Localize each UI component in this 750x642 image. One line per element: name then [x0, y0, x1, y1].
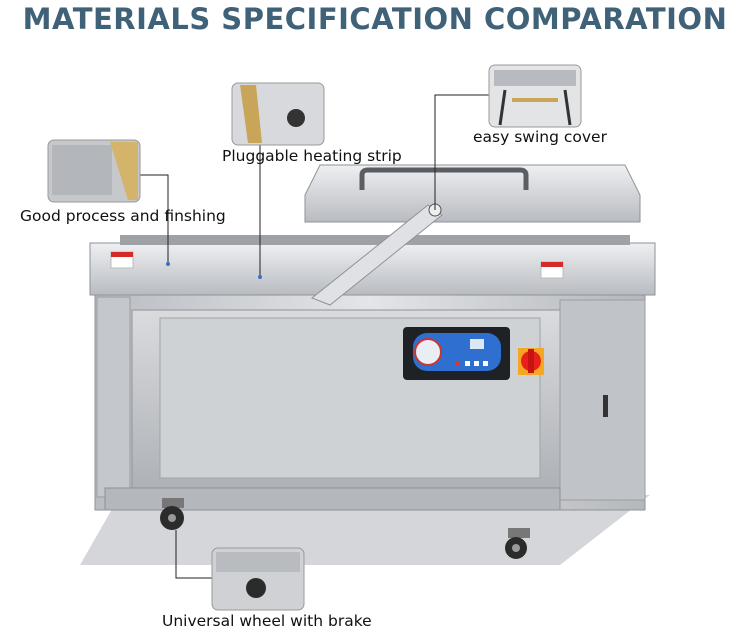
callout-lines: [140, 94, 489, 579]
callout-line-wheel: [175, 530, 212, 579]
callout-label-wheel: Universal wheel with brake: [162, 612, 372, 630]
thumbnail-heating-strip: [231, 82, 325, 146]
caster-wheel-right: [505, 528, 530, 559]
panel-button: [465, 361, 470, 366]
callout-label-heating-strip: Pluggable heating strip: [222, 147, 402, 165]
callout-line-swing-cover: [434, 94, 489, 210]
callout-dot-finishing: [166, 262, 170, 266]
caster-wheel-left: [160, 498, 184, 530]
main-switch: [518, 348, 544, 375]
panel-button: [474, 361, 479, 366]
panel-button: [483, 361, 488, 366]
thumbnail-wheel: [211, 547, 305, 611]
side-latch: [603, 395, 608, 417]
display: [470, 339, 484, 349]
stop-button: [455, 361, 460, 366]
page-title: MATERIALS SPECIFICATION COMPARATION: [22, 2, 728, 36]
thumbnail-finishing: [47, 139, 141, 203]
left-column: [96, 296, 131, 498]
chamber-top: [120, 235, 630, 245]
callout-label-finishing: Good process and finshing: [20, 207, 226, 225]
callout-label-swing-cover: easy swing cover: [473, 128, 607, 146]
thumbnail-swing-cover: [488, 64, 582, 128]
base-frame: [104, 487, 561, 511]
vacuum-gauge: [414, 338, 442, 366]
lid-handle: [359, 167, 529, 190]
callout-line-finishing: [140, 174, 169, 262]
right-panel: [559, 299, 646, 501]
warning-label-right: [540, 261, 564, 279]
warning-label-left: [110, 251, 134, 269]
callout-dot-heating-strip: [258, 275, 262, 279]
swing-cover-lid: [304, 164, 641, 223]
